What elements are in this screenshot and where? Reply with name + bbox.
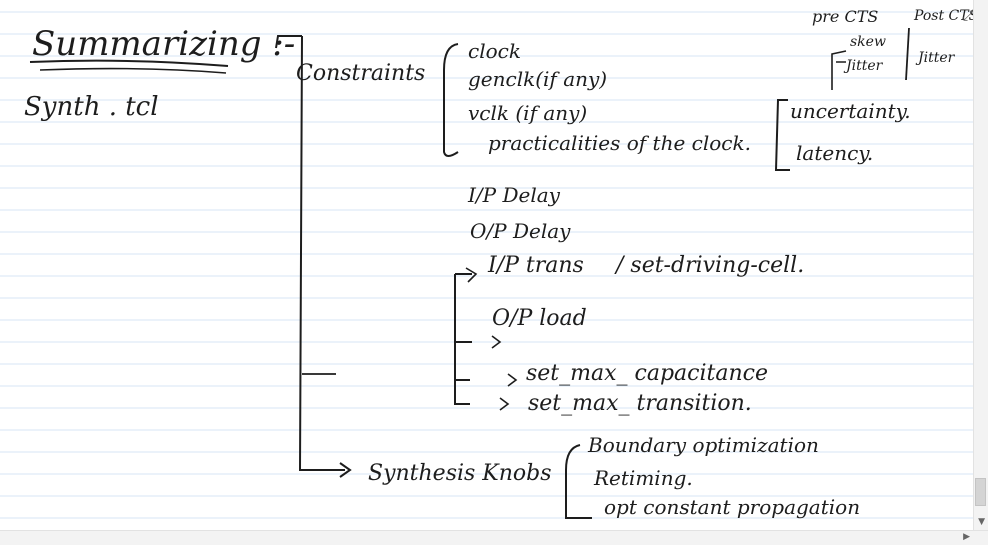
- arrow-load: [491, 335, 502, 349]
- arrow-trans: [465, 267, 478, 283]
- clock-bracket: [443, 43, 459, 157]
- pre-cts-label: pre CTS: [812, 7, 878, 26]
- ip-trans-item: I/P trans: [487, 253, 584, 278]
- title-underline: [29, 59, 229, 67]
- ip-delay-item: I/P Delay: [467, 183, 561, 207]
- page-title: Summarizing :-: [32, 24, 295, 64]
- op-delay-item: O/P Delay: [470, 219, 571, 243]
- practicality-bracket: [774, 99, 790, 171]
- retiming-item: Retiming.: [593, 466, 693, 490]
- expand-icon[interactable]: ⤢: [962, 8, 974, 24]
- vclk-item: vclk (if any): [468, 101, 587, 125]
- title-underline-2: [39, 67, 227, 74]
- post-jitter-item: Jitter: [915, 50, 956, 66]
- io-bracket: [454, 273, 472, 405]
- synthesis-bracket: [565, 444, 592, 519]
- arrow-cap: [507, 373, 518, 387]
- skew-item: skew: [850, 34, 886, 50]
- clock-item: clock: [468, 39, 521, 63]
- synthesis-knobs-label: Synthesis Knobs: [368, 461, 552, 486]
- set-max-capacitance-item: set_max_ capacitance: [526, 361, 768, 386]
- scroll-down-icon[interactable]: ▼: [978, 517, 985, 527]
- main-bracket: [275, 35, 345, 471]
- cts-divider: [905, 27, 910, 81]
- arrow-trn: [499, 397, 510, 411]
- uncertainty-item: uncertainty.: [790, 99, 911, 123]
- pre-cts-bracket: [831, 50, 847, 90]
- boundary-optimization-item: Boundary optimization: [587, 433, 819, 457]
- op-load-item: O/P load: [492, 306, 587, 331]
- genclk-item: genclk(if any): [468, 67, 607, 91]
- vertical-scrollbar[interactable]: ▼: [973, 0, 988, 545]
- set-max-transition-item: set_max_ transition.: [528, 391, 752, 416]
- pre-jitter-item: Jitter: [843, 58, 884, 74]
- scrollbar-thumb[interactable]: [975, 478, 986, 506]
- post-cts-label: Post CTS: [913, 8, 978, 24]
- synthesis-arrow-head: [339, 462, 352, 478]
- constraints-label: Constraints: [296, 61, 425, 86]
- page-subtitle: Synth . tcl: [24, 92, 159, 122]
- horizontal-scrollbar[interactable]: ▶: [0, 530, 988, 545]
- constant-propagation-item: opt constant propagation: [604, 495, 860, 519]
- set-driving-cell-item: / set-driving-cell.: [614, 253, 804, 278]
- scroll-right-icon[interactable]: ▶: [963, 532, 970, 542]
- ruled-lines: [0, 11, 974, 519]
- practicalities-item: practicalities of the clock.: [488, 131, 751, 155]
- latency-item: latency.: [796, 141, 873, 165]
